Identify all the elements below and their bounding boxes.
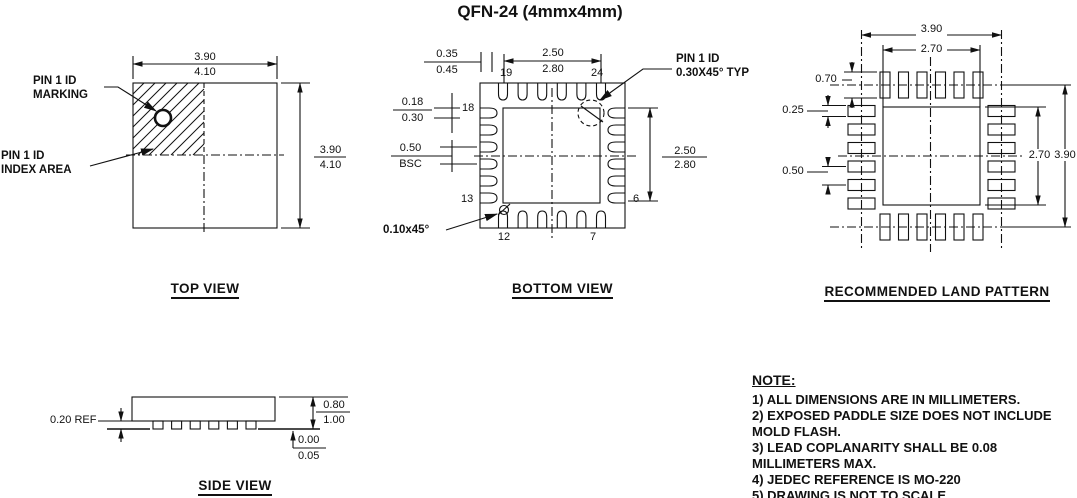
epad-width-min: 2.50 xyxy=(542,47,564,59)
pin-6: 6 xyxy=(633,193,640,205)
note-item: 5) DRAWING IS NOT TO SCALE. xyxy=(752,488,950,498)
lead-width-max: 0.30 xyxy=(401,112,424,124)
top-view-drawing xyxy=(89,56,346,232)
pin-12: 12 xyxy=(497,231,511,243)
pin1-marking-circle xyxy=(153,108,173,128)
corner-chamfer-label: 0.10x45° xyxy=(383,224,430,236)
note-item: 2) EXPOSED PADDLE SIZE DOES NOT INCLUDE … xyxy=(752,408,1052,439)
land-pad-length: 0.70 xyxy=(815,73,837,85)
side-height-max: 1.00 xyxy=(323,414,345,426)
land-pitch: 0.50 xyxy=(782,165,804,177)
top-height-min: 3.90 xyxy=(319,144,342,156)
notes-heading: NOTE: xyxy=(752,372,796,388)
top-height-max: 4.10 xyxy=(319,159,342,171)
corner-chamfer-circle xyxy=(498,204,510,216)
top-view-title: TOP VIEW xyxy=(145,281,265,299)
land-pattern-title: RECOMMENDED LAND PATTERN xyxy=(806,284,1068,302)
note-item: 1) ALL DIMENSIONS ARE IN MILLIMETERS. xyxy=(752,392,1021,407)
pin1-id-label: PIN 1 ID 0.30X45° TYP xyxy=(676,53,750,79)
standoff-min: 0.00 xyxy=(298,434,320,446)
land-overall-height: 3.90 xyxy=(1051,149,1077,161)
epad-height-max: 2.80 xyxy=(674,159,696,171)
pitch-qualifier: BSC xyxy=(399,158,422,170)
lead-length-max: 0.45 xyxy=(436,64,458,76)
top-width-min: 3.90 xyxy=(194,51,216,63)
land-pad-width: 0.25 xyxy=(782,104,804,116)
land-pattern-drawing xyxy=(807,30,1071,252)
page-title: QFN-24 (4mmx4mm) xyxy=(457,2,623,21)
pin1-id-circle xyxy=(577,99,605,127)
epad-width-max: 2.80 xyxy=(542,63,564,75)
top-width-max: 4.10 xyxy=(194,66,216,78)
side-view-title: SIDE VIEW xyxy=(175,478,295,496)
bottom-view-drawing xyxy=(391,52,707,240)
notes-block: NOTE: 1) ALL DIMENSIONS ARE IN MILLIMETE… xyxy=(752,372,1077,498)
standoff-max: 0.05 xyxy=(298,450,320,462)
pin-18: 18 xyxy=(462,102,475,114)
lead-width-min: 0.18 xyxy=(401,96,424,108)
land-overall-width: 3.90 xyxy=(920,23,943,35)
pin-24: 24 xyxy=(591,67,604,79)
land-inner-width: 2.70 xyxy=(920,43,943,55)
pin-13: 13 xyxy=(461,193,474,205)
pin1-index-label: PIN 1 ID INDEX AREA xyxy=(1,150,72,176)
side-view-drawing xyxy=(98,396,350,449)
lead-length-min: 0.35 xyxy=(436,48,458,60)
pin-7: 7 xyxy=(589,231,597,243)
lead-thickness-label: 0.20 REF xyxy=(50,414,97,426)
note-item: 4) JEDEC REFERENCE IS MO-220 xyxy=(752,472,961,487)
pin1-marking-label: PIN 1 ID MARKING xyxy=(33,75,88,101)
bottom-view-title: BOTTOM VIEW xyxy=(495,281,630,299)
note-item: 3) LEAD COPLANARITY SHALL BE 0.08 MILLIM… xyxy=(752,440,998,471)
epad-height-min: 2.50 xyxy=(674,145,696,157)
pin-19: 19 xyxy=(500,67,513,79)
pin1-chamfer-line xyxy=(580,105,604,123)
side-height-min: 0.80 xyxy=(323,399,345,411)
land-inner-height: 2.70 xyxy=(1025,149,1054,161)
pitch-value: 0.50 xyxy=(399,142,422,154)
